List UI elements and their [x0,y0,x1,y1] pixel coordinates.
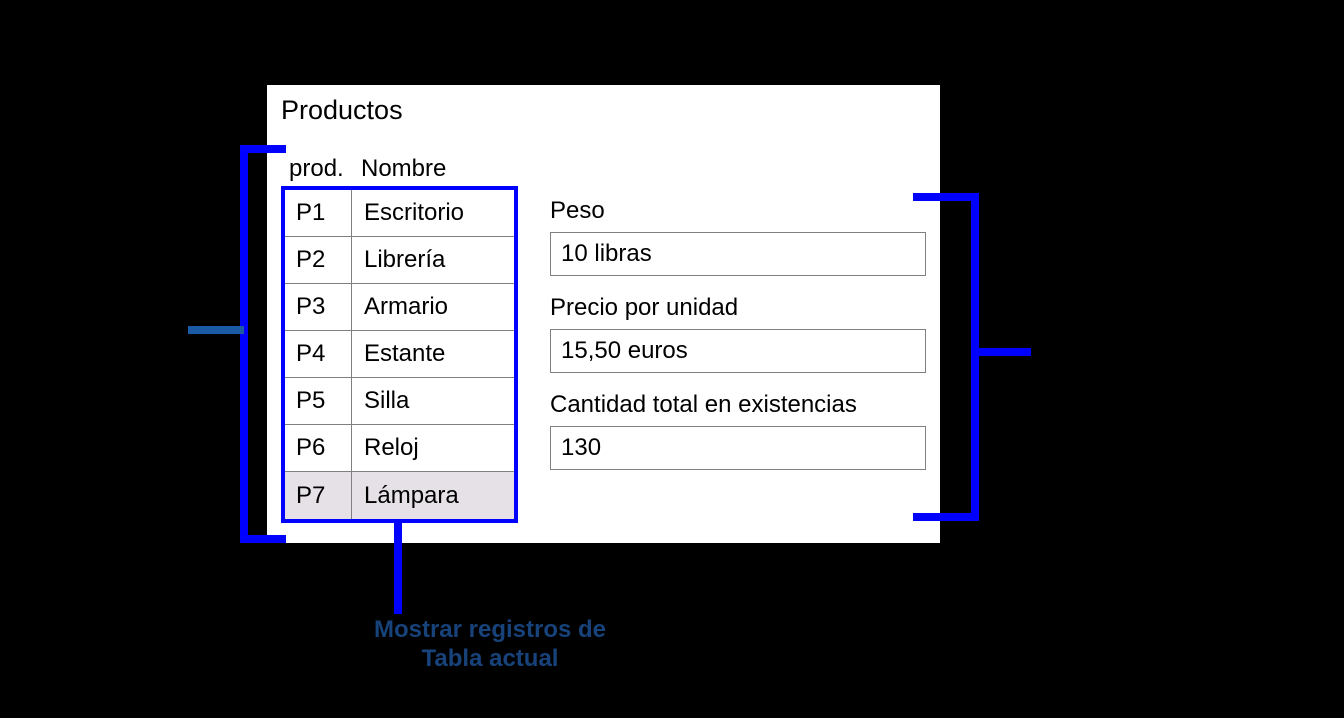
bracket-vertical-bar [240,145,248,543]
bracket-bottom-arm [240,535,286,543]
table-row[interactable]: P5 Silla [285,378,514,425]
bracket-vertical-bar [971,193,979,521]
cell-product-name: Silla [364,387,410,414]
table-row-selected[interactable]: P7 Lámpara [285,472,514,519]
left-callout-bracket [188,145,286,543]
cell-product-name: Librería [364,246,446,273]
bracket-pointer-stub [971,348,1031,356]
bracket-top-arm [240,145,286,153]
field-precio-por-unidad: Precio por unidad 15,50 euros [550,292,926,373]
cell-product-name: Reloj [364,434,419,461]
annotation-caption: Mostrar registros de Tabla actual [290,615,690,673]
bracket-top-arm [913,193,979,201]
page-title: Productos [281,95,403,125]
field-input-peso[interactable]: 10 libras [550,232,926,276]
cell-product-name: Armario [364,293,449,320]
bracket-bottom-arm [913,513,979,521]
field-cantidad-total-en-existencias: Cantidad total en existencias 130 [550,389,926,470]
cell-product-code: P2 [285,237,352,283]
cell-product-name: Escritorio [364,199,465,226]
cell-product-code: P3 [285,284,352,330]
product-form-panel: Productos prod. Nombre P1 Escritorio P2 L… [267,85,940,543]
caption-line-1: Mostrar registros de [373,616,607,643]
cell-product-name: Estante [364,340,446,367]
table-row[interactable]: P3 Armario [285,284,514,331]
table-row[interactable]: P4 Estante [285,331,514,378]
cell-product-name: Lámpara [364,481,459,509]
cell-product-code: P4 [285,331,352,377]
detail-fields: Peso 10 libras Precio por unidad 15,50 e… [550,195,926,470]
field-input-precio-por-unidad[interactable]: 15,50 euros [550,329,926,373]
cell-product-code: P5 [285,378,352,424]
table-row[interactable]: P2 Librería [285,237,514,284]
cell-product-code: P7 [285,472,352,519]
grid-column-headers: prod. Nombre [289,155,446,183]
field-label-cantidad-total-en-existencias: Cantidad total en existencias [550,391,857,418]
field-label-peso: Peso [550,197,605,224]
table-row[interactable]: P1 Escritorio [285,190,514,237]
field-peso: Peso 10 libras [550,195,926,276]
cell-product-code: P1 [285,190,352,236]
field-label-precio-por-unidad: Precio por unidad [550,294,739,321]
records-grid[interactable]: P1 Escritorio P2 Librería P3 Armario P4 … [281,186,518,523]
right-callout-bracket [913,193,1031,521]
caption-leader-line [394,521,402,614]
caption-line-2: Tabla actual [421,645,559,672]
bracket-pointer-stub [188,326,244,334]
cell-product-code: P6 [285,425,352,471]
field-input-cantidad-total-en-existencias[interactable]: 130 [550,426,926,470]
column-header-nombre: Nombre [361,155,447,182]
table-row[interactable]: P6 Reloj [285,425,514,472]
column-header-prod: prod. [289,155,344,182]
